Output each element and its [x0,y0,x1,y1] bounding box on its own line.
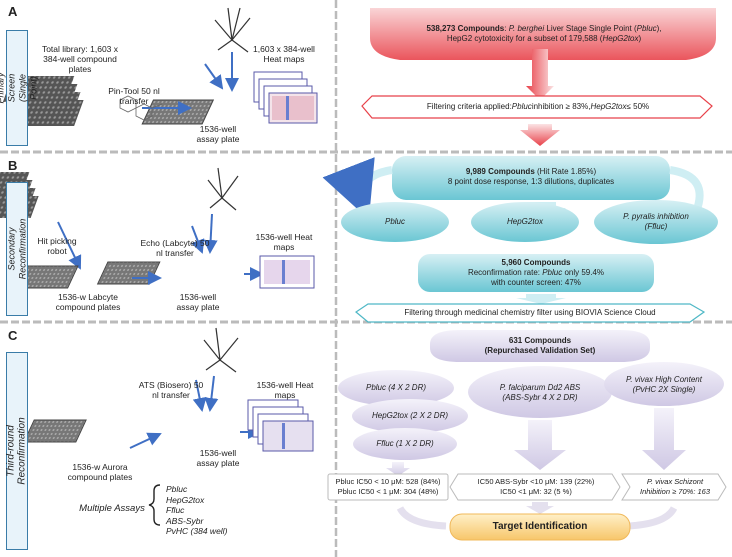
filter-end-a: ≤ 50% [626,102,650,111]
res1-line2: Pbluc IC50 < 1 μM: 304 (48%) [337,487,439,496]
section-letter-c: C [8,328,18,343]
compounds-box-a: 538,273 Compounds: P. berghei Liver Stag… [426,24,662,43]
section-letter-a: A [8,4,18,19]
labcyte-plate-label: 1536-w Labcyte compound plates [55,292,121,312]
pf-line2: (ABS-Sybr 4 X 2 DR) [502,393,578,402]
result-pbluc-c: Pbluc IC50 < 10 μM: 528 (84%) Pbluc IC50… [328,475,448,499]
species-a: P. berghei [508,24,545,33]
multiple-assays-label: Multiple Assays [79,503,145,514]
assay-plate-label-b: 1536-well assay plate [176,292,220,312]
line1-end-a: ), [656,24,662,33]
biovia-filter-b: Filtering through medicinal chemistry fi… [404,308,656,317]
validation-sub: (Repurchased Validation Set) [484,346,596,355]
assay-list-item: ABS-Sybr [166,515,204,526]
pv-line1: P. vivax High Content [626,375,702,384]
reconf-pre-b: Reconfirmation rate: [467,268,543,277]
pyralis-line1: P. pyralis inhibition [623,212,689,221]
reconf-box-b: 5,960 Compounds Reconfirmation rate: Pbl… [418,256,654,290]
compound-structure-a [119,95,163,121]
assay-hep-b: HepG2tox [506,217,544,226]
library-label-a: Total library: 1,603 x 384-well compound… [41,44,119,74]
ats-label: ATS (Biosero) 50 nl transfer [138,380,204,400]
filter-pre-a: Filtering criteria applied: [426,102,512,111]
assay-list-item: PvHC (384 well) [166,526,228,536]
compounds-box-b: 9,989 Compounds (Hit Rate 1.85%) 8 point… [392,158,670,196]
aurora-plate-label: 1536-w Aurora compound plates [67,462,133,482]
res3-line2: Inhibition ≥ 70%: 163 [640,487,710,496]
ell-pbluc-c: Pbluc (4 X 2 DR) [365,383,427,392]
filter-hep-a: HepG2tox [590,102,627,111]
pv-line2: (PvHC 2X Single) [632,385,696,394]
res2-line2: IC50 <1 μM: 32 (5 %) [500,487,572,496]
assay-plate-label-a: 1536-well assay plate [196,124,240,144]
ell-pf-c: P. falciparum Dd2 ABS (ABS-Sybr 4 X 2 DR… [470,380,610,406]
res1-line1: Pbluc IC50 < 10 μM: 528 (84%) [335,477,441,486]
pbluc-code-a: Pbluc [636,24,657,33]
reconf-end-b: only 59.4% [562,268,605,277]
validation-title: 631 Compounds [508,336,572,345]
ell-hep-c: HepG2tox (2 X 2 DR) [371,411,449,420]
reconf-line2-b: with counter screen: 47% [491,278,581,287]
mosquito-icon [214,7,251,53]
target-identification: Target Identification [492,521,588,532]
assay-plate-a [141,99,215,125]
res3-line1: P. vivax Schizont [646,477,704,486]
result-pv-c: P. vivax Schizont Inhibition ≥ 70%: 163 [626,475,724,499]
ell-ffluc-c: Ffluc (1 X 2 DR) [376,439,434,448]
reconf-code-b: Pbluc [542,268,563,277]
heatmap-label-c: 1536-well Heat maps [256,380,314,400]
heatmap-b [259,255,315,289]
result-abs-c: IC50 ABS-Sybr <10 μM: 139 (22%) IC50 <1 … [456,475,616,499]
hit-picking-label: Hit picking robot [37,236,77,256]
section-letter-b: B [8,158,18,173]
assay-plate-c [23,419,87,443]
pf-line1: P. falciparum Dd2 ABS [499,383,581,392]
line2-end-a: ) [638,34,642,43]
assay-list-item: Pbluc [166,484,188,494]
assay-list: Pbluc HepG2tox Ffluc ABS-Sybr PvHC (384 … [166,484,227,537]
hep-code-a: HepG2tox [602,34,639,43]
assay-list-item: Ffluc [166,505,185,515]
reconf-title-b: 5,960 Compounds [501,258,571,267]
side-label-a: Primary Screen (Single Point) [0,30,38,146]
line1-rest-a: Liver Stage Single Point ( [544,24,637,33]
mosquito-icon-c [203,327,239,373]
assay-pbluc-b: Pbluc [384,217,405,226]
filter-box-a: Filtering criteria applied: Pbluc inhibi… [370,98,706,116]
side-label-c-text: Third-round Reconfirmation [6,417,28,485]
filter-mid-a: inhibition ≥ 83%, [531,102,591,111]
heatmap-label-b: 1536-well Heat maps [255,232,313,252]
assay-plate-b [96,261,161,285]
pyralis-line2: (Ffluc) [644,222,668,231]
validation-box-c: 631 Compounds (Repurchased Validation Se… [440,332,640,360]
line2-pre-a: HepG2 cytotoxicity for a subset of 179,5… [446,34,603,43]
echo-label: Echo (Labcyte) 50 nl transfer [140,238,210,258]
heatmaps-a [253,71,318,124]
res2-line1: IC50 ABS-Sybr <10 μM: 139 (22%) [477,477,595,486]
side-label-c: Third-round Reconfirmation [6,352,28,550]
compounds-title-a: 538,273 Compounds [426,24,505,33]
assay-pyralis-b: P. pyralis inhibition (Ffluc) [594,210,718,234]
heatmap-label-a: 1,603 x 384-well Heat maps [253,44,315,64]
side-label-a-text: Primary Screen (Single Point) [0,72,38,104]
assay-plate-label-c: 1536-well assay plate [196,448,240,468]
mosquito-icon-b [207,167,239,211]
ell-pv-c: P. vivax High Content (PvHC 2X Single) [606,372,722,398]
side-label-b-text: Secondary Reconfirmation [6,218,27,280]
filter-pbluc-a: Pbluc [511,102,532,111]
hit-rate-b: (Hit Rate 1.85%) [534,167,597,176]
side-label-b: Secondary Reconfirmation [6,182,28,316]
heatmaps-c [247,399,314,452]
assay-list-item: HepG2tox [166,494,205,505]
transfer-label-a: Pin-Tool 50 nl transfer [108,86,160,106]
dose-response-b: 8 point dose response, 1:3 dilutions, du… [447,177,615,186]
compounds-title-b: 9,989 Compounds [465,167,535,176]
